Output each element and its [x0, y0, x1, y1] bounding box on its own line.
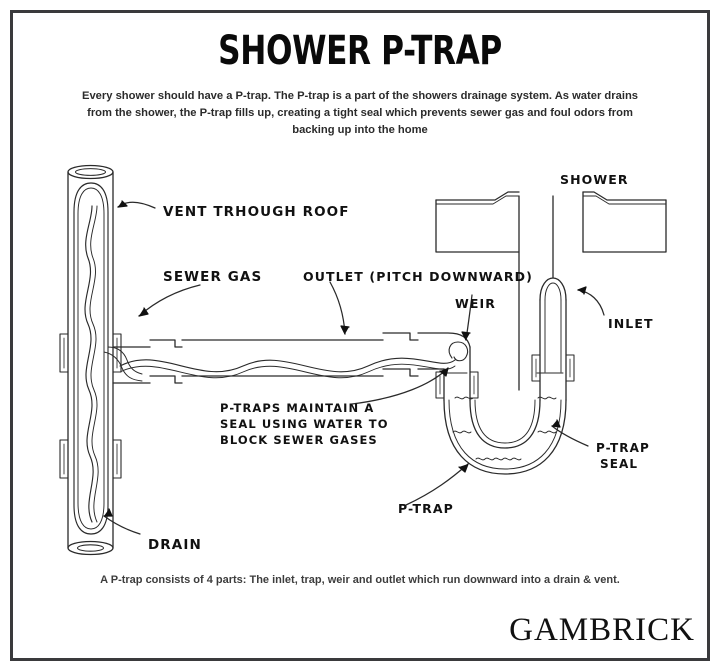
stack-hub-lower	[59, 439, 122, 479]
leader-arrows	[103, 200, 605, 535]
page-caption: A P-trap consists of 4 parts: The inlet,…	[100, 574, 620, 586]
inlet-downpipe	[539, 277, 567, 401]
trap-hubs	[435, 354, 575, 399]
page-title: SHOWER P-TRAP	[218, 28, 502, 74]
page-frame	[10, 10, 710, 661]
page-subtitle: Every shower should have a P-trap. The P…	[81, 90, 639, 136]
shower-pan-right	[582, 191, 667, 253]
trap-u-bend	[443, 346, 567, 475]
note-line-1: P-TRAPS MAINTAIN A	[220, 401, 374, 415]
note-line-2: SEAL USING WATER TO	[220, 417, 389, 431]
label-weir: WEIR	[455, 296, 496, 311]
label-drain: DRAIN	[148, 537, 202, 553]
water-ripples	[452, 396, 557, 461]
brand-logo: GAMBRICK	[509, 612, 695, 648]
label-p-trap: P-TRAP	[398, 501, 454, 516]
stack-hub-upper	[59, 333, 122, 373]
label-p-trap-seal-line1: P-TRAP	[596, 441, 650, 455]
outlet-gas-flow-line	[119, 357, 456, 379]
vertical-stack-pipe	[67, 164, 114, 556]
label-inlet: INLET	[608, 316, 654, 331]
label-sewer-gas: SEWER GAS	[163, 269, 262, 285]
shower-pan-left	[435, 191, 520, 253]
sewer-gas-flow-line	[84, 205, 99, 523]
label-p-trap-seal-line2: SEAL	[600, 457, 638, 471]
label-outlet: OUTLET (PITCH DOWNWARD)	[303, 269, 533, 284]
shower-drop-pipe	[518, 195, 554, 391]
note-line-3: BLOCK SEWER GASES	[220, 433, 378, 447]
label-shower: SHOWER	[560, 172, 629, 187]
label-vent-through-roof: VENT TRHOUGH ROOF	[163, 204, 350, 220]
weir-swirl	[448, 341, 469, 362]
outlet-pipe	[103, 332, 471, 384]
